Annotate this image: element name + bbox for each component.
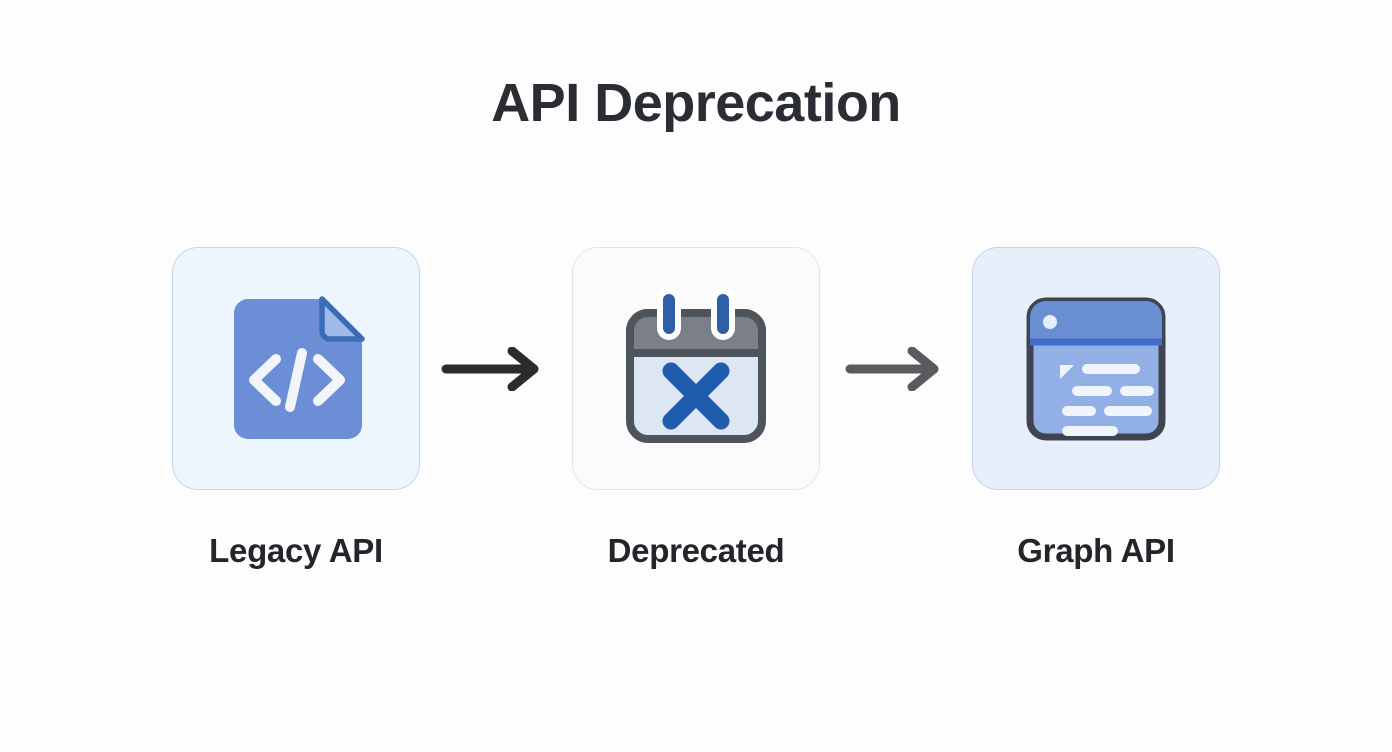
calendar-x-icon xyxy=(606,279,786,459)
browser-window-icon xyxy=(1006,279,1186,459)
code-file-icon xyxy=(206,279,386,459)
card-graph-api[interactable] xyxy=(972,247,1220,490)
flow-step-graph-api[interactable]: Graph API xyxy=(971,247,1221,570)
flow-step-deprecated[interactable]: Deprecated xyxy=(571,247,821,570)
card-deprecated[interactable] xyxy=(572,247,820,490)
card-legacy-api[interactable] xyxy=(172,247,420,490)
arrow-legacy-to-deprecated xyxy=(421,247,571,490)
step-label-legacy-api: Legacy API xyxy=(209,532,383,569)
step-label-graph-api: Graph API xyxy=(1017,532,1175,569)
step-label-deprecated: Deprecated xyxy=(607,532,785,569)
flow-diagram: Legacy API xyxy=(0,247,1392,570)
flow-step-legacy-api[interactable]: Legacy API xyxy=(171,247,421,570)
page-title: API Deprecation xyxy=(491,73,901,133)
arrow-deprecated-to-graph xyxy=(821,247,971,490)
